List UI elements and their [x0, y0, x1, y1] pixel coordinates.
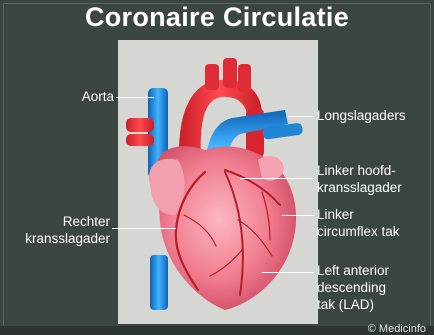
label-aorta: Aorta	[56, 88, 114, 105]
pointer-rechter	[112, 228, 176, 229]
pulmonary-vein-lower	[126, 134, 154, 146]
pointer-linker-hoofd	[240, 178, 314, 179]
aorta-branch-3	[238, 64, 251, 92]
pointer-aorta	[116, 97, 154, 98]
pointer-longslagaders	[288, 116, 314, 117]
label-rechter: Rechter kransslagader	[20, 213, 110, 247]
label-lad-line3: tak (LAD)	[317, 296, 389, 313]
label-linker-hoofd: Linker hoofd- kransslagader	[317, 162, 402, 196]
label-rechter-line2: kransslagader	[20, 230, 110, 247]
aorta-branch-1	[205, 64, 219, 90]
label-linker-hoofd-line1: Linker hoofd-	[317, 162, 402, 179]
label-longslagaders: Longslagaders	[317, 107, 406, 124]
label-rechter-line1: Rechter	[20, 213, 110, 230]
label-circumflex: Linker circumflex tak	[317, 206, 400, 240]
label-linker-hoofd-line2: kransslagader	[317, 179, 402, 196]
label-lad-line2: descending	[317, 279, 389, 296]
aorta-branch-2	[223, 58, 237, 88]
label-longslagaders-text: Longslagaders	[317, 108, 406, 123]
label-lad-line1: Left anterior	[317, 262, 389, 279]
label-aorta-text: Aorta	[82, 89, 114, 104]
label-circumflex-line2: circumflex tak	[317, 223, 400, 240]
copyright-notice: © Medicinfo	[368, 323, 426, 335]
pulmonary-vein-upper	[126, 118, 154, 132]
pointer-circumflex	[282, 215, 314, 216]
pointer-lad	[262, 272, 314, 273]
label-lad: Left anterior descending tak (LAD)	[317, 262, 389, 313]
right-atrium	[149, 159, 184, 215]
inferior-vena-cava	[150, 255, 168, 310]
label-circumflex-line1: Linker	[317, 206, 400, 223]
